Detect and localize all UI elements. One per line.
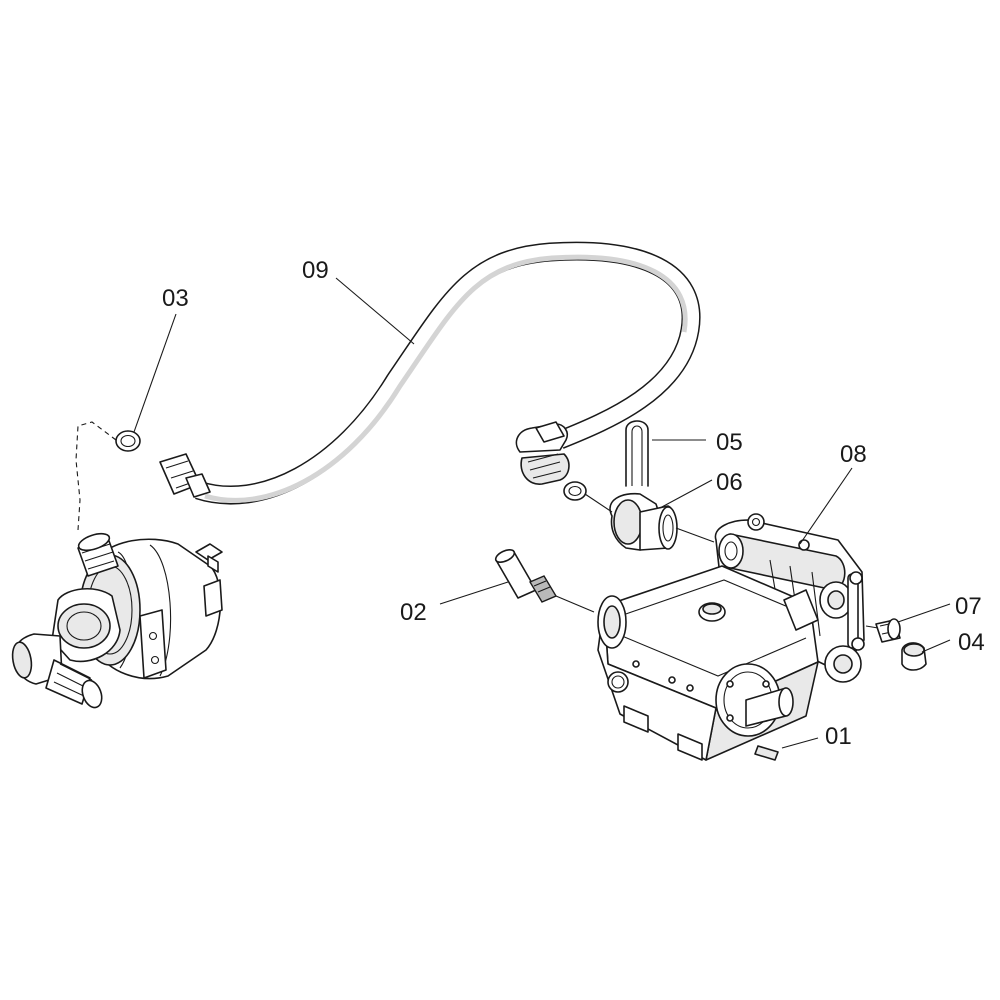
callout-09: 09: [302, 257, 329, 284]
callout-08: 08: [840, 441, 867, 468]
assembly-guide-o-ring: [75, 421, 117, 531]
callout-07: 07: [955, 593, 982, 620]
callout-02: 02: [400, 599, 427, 626]
leader-04: [921, 639, 951, 653]
callout-04: 04: [958, 629, 985, 656]
leader-03: [133, 313, 177, 433]
valve-assembly: [11, 532, 223, 709]
pump-crankcase: [597, 565, 819, 761]
callout-06: 06: [716, 469, 743, 496]
key-part-01: [754, 745, 779, 761]
callout-03: 03: [162, 285, 189, 312]
assembly-guide-02: [555, 595, 595, 613]
leader-06: [659, 479, 713, 509]
assembly-guide-06b: [675, 527, 715, 543]
fitting-part-07: [875, 618, 901, 643]
callout-01: 01: [825, 723, 852, 750]
adapter-part-06: [609, 492, 678, 551]
o-ring-small: [563, 481, 587, 501]
hose-part-09: [159, 241, 701, 505]
leader-08: [799, 467, 853, 545]
leader-01: [781, 737, 819, 749]
leader-09: [335, 277, 415, 345]
assembly-guide-07: [865, 625, 879, 629]
leader-07: [897, 603, 951, 623]
cap-part-04: [901, 642, 927, 671]
o-ring-part-03: [115, 430, 141, 452]
callout-05: 05: [716, 429, 743, 456]
assembly-guide-06: [584, 493, 613, 513]
valve-pin-part-02: [494, 549, 558, 603]
u-clip-part-05: [625, 420, 649, 487]
leader-02: [439, 581, 509, 605]
